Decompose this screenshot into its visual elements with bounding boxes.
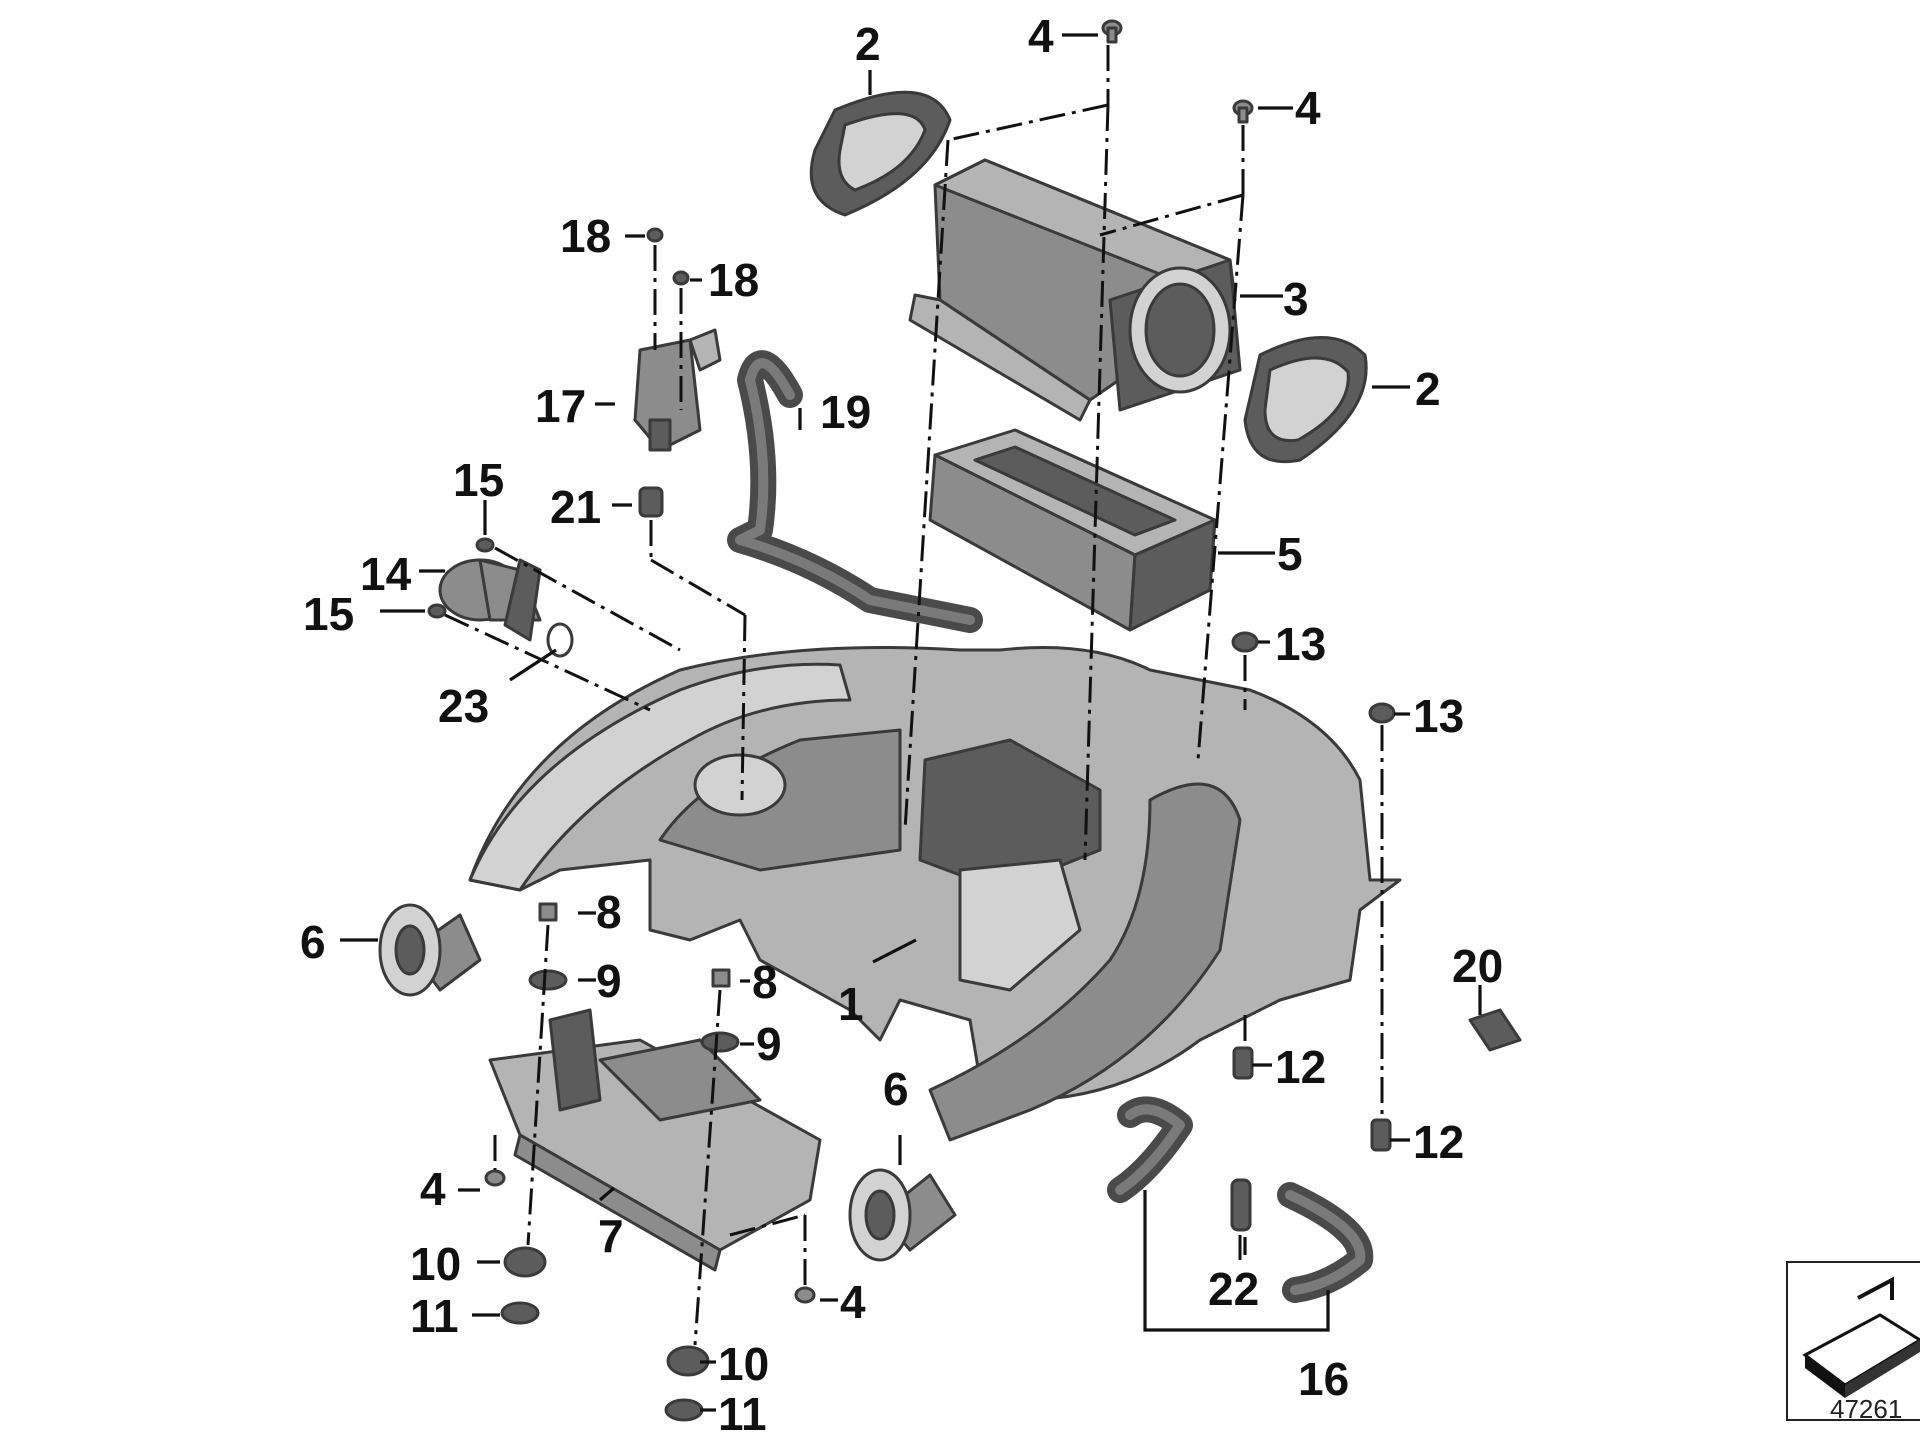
callout-12: 12 — [1275, 1041, 1326, 1093]
part-2-seal-upper — [809, 90, 952, 217]
callout-23: 23 — [438, 680, 489, 732]
callout-13: 13 — [1275, 618, 1326, 670]
part-23-o-ring — [546, 622, 574, 658]
callout-18: 18 — [560, 210, 611, 262]
callout-12: 12 — [1413, 1116, 1464, 1168]
callout-17: 17 — [535, 380, 586, 432]
part-7-tray — [488, 1008, 822, 1272]
callout-4: 4 — [1028, 10, 1054, 62]
part-2-seal-right — [1243, 336, 1368, 464]
callout-11: 11 — [410, 1290, 459, 1342]
reference-box: 47261 — [1786, 1261, 1920, 1424]
callout-9: 9 — [756, 1018, 782, 1070]
reference-number: 47261 — [1830, 1394, 1902, 1424]
assembly-lines — [444, 45, 1384, 1346]
callout-6: 6 — [883, 1063, 909, 1115]
callout-8: 8 — [752, 956, 778, 1008]
part-17-valve — [633, 328, 722, 452]
callout-11: 11 — [718, 1388, 767, 1440]
callout-4: 4 — [420, 1163, 446, 1215]
callout-4: 4 — [1295, 82, 1321, 134]
callout-4: 4 — [840, 1276, 866, 1328]
callout-15: 15 — [303, 588, 354, 640]
callout-6: 6 — [300, 916, 326, 968]
callout-7: 7 — [598, 1210, 624, 1262]
part-6-funnel-left — [378, 903, 482, 997]
part-16-hose-right — [1277, 1182, 1374, 1303]
part-14-actuator — [438, 558, 542, 642]
callout-18: 18 — [708, 254, 759, 306]
part-19-hose — [727, 350, 983, 633]
part-6-funnel-right — [848, 1168, 957, 1262]
callout-22: 22 — [1208, 1263, 1259, 1315]
callout-5: 5 — [1277, 528, 1303, 580]
callout-3: 3 — [1283, 273, 1309, 325]
callout-15: 15 — [453, 454, 504, 506]
callout-10: 10 — [410, 1238, 461, 1290]
callout-13: 13 — [1413, 690, 1464, 742]
callout-10: 10 — [718, 1338, 769, 1390]
callout-2: 2 — [1415, 363, 1441, 415]
callout-21: 21 — [550, 481, 601, 533]
part-5-air-filter — [928, 428, 1217, 632]
part-3-air-duct-housing — [908, 158, 1242, 422]
callout-19: 19 — [820, 386, 871, 438]
part-20-clip — [1468, 1008, 1522, 1052]
callout-1: 1 — [838, 978, 864, 1030]
callout-2: 2 — [855, 18, 881, 70]
callout-16: 16 — [1298, 1353, 1349, 1405]
callout-labels: 1 2 2 3 4 4 4 4 5 6 6 7 8 8 9 9 10 10 11… — [300, 10, 1503, 1440]
part-16-hose-left — [1107, 1096, 1193, 1203]
callout-14: 14 — [360, 548, 412, 600]
part-21-grommet — [638, 486, 664, 518]
part-1-air-box — [468, 646, 1402, 1142]
wedge-bracket-icon — [1802, 1276, 1920, 1398]
callout-20: 20 — [1452, 940, 1503, 992]
callout-8: 8 — [596, 886, 622, 938]
leader-lines — [340, 33, 1482, 1412]
callout-9: 9 — [596, 955, 622, 1007]
part-22-hose-piece — [1230, 1178, 1252, 1232]
